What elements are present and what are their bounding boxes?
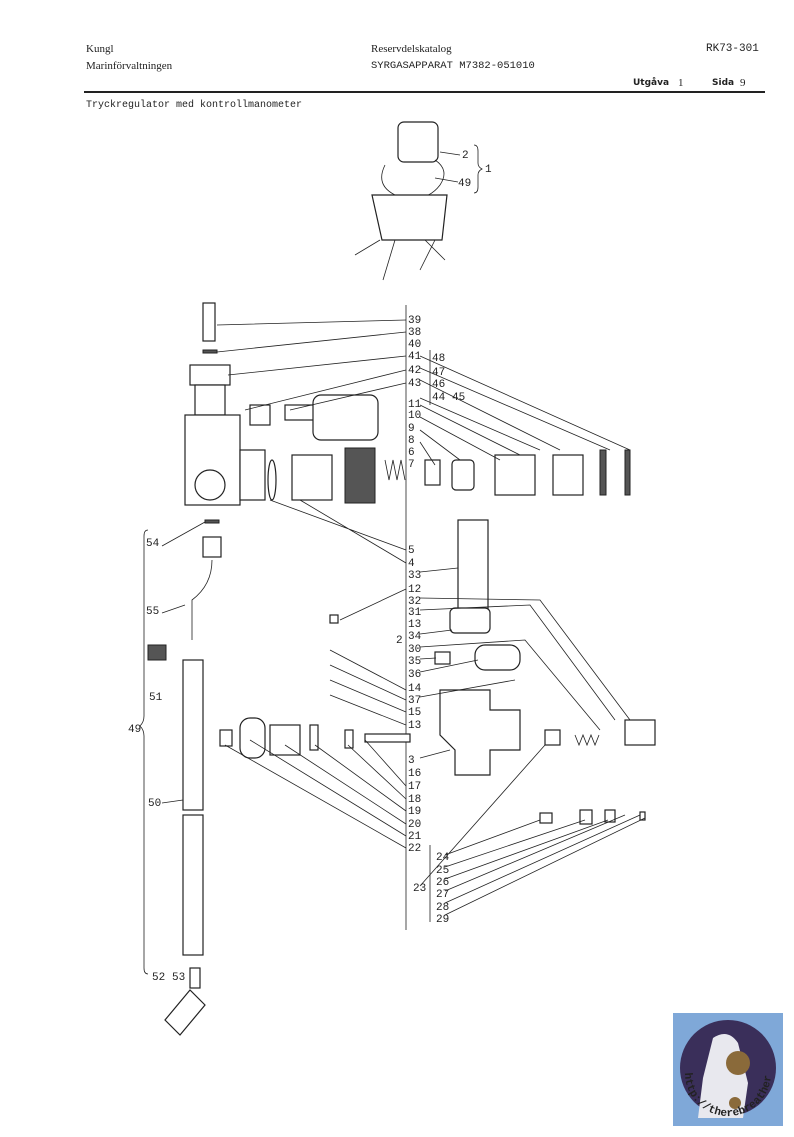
part-number-label: 17 [408,781,421,793]
part-number-label: 16 [408,768,421,780]
part-number-label: 55 [146,606,159,618]
part-number-label: 43 [408,378,421,390]
product-title: SYRGASAPPARAT M7382-051010 [371,60,535,72]
org-line1: Kungl [86,43,114,55]
regulator-parts-drawing [184,302,631,506]
edition-label: Utgåva [633,78,670,88]
part-number-label: 28 [436,902,449,914]
part-number-label: 52 [152,972,165,984]
therebreathersite-logo: http://therebreathersite.nl [673,1013,783,1126]
apparatus-overview-drawing [354,121,483,281]
part-number-label: 47 [432,367,445,379]
part-number-label: 45 [452,392,465,404]
part-number-label: 33 [408,570,421,582]
part-number-label: 26 [436,877,449,889]
part-number-label: 53 [172,972,185,984]
part-number-label: 30 [408,644,421,656]
part-number-label: 3 [408,755,415,767]
overview-label: 1 [485,164,492,176]
part-number-label: 24 [436,852,450,864]
part-number-label: 49 [128,724,141,736]
part-number-label: 31 [408,607,422,619]
hose-labels: 54 55 51 49 50 52 53 [128,538,185,984]
part-number-label: 25 [436,865,449,877]
org-line2: Marinförvaltningen [86,60,173,72]
part-number-label: 36 [408,669,421,681]
part-number-label: 29 [436,914,449,926]
page-value: 9 [740,77,746,89]
part-number-label: 15 [408,707,421,719]
section-title: Tryckregulator med kontrollmanometer [86,100,303,111]
part-number-label: 20 [408,819,421,831]
page-label: Sida [712,78,735,88]
hose-bracket [139,529,149,975]
part-number-label: 21 [408,831,422,843]
part-number-label: 5 [408,545,415,557]
part-number-label: 54 [146,538,160,550]
part-number-label: 32 [408,596,421,608]
center-label-column: 3938404142431110986754331232311334303536… [408,315,426,895]
part-number-label: 34 [408,631,422,643]
part-number-label: 46 [432,379,445,391]
part-number-label: 39 [408,315,421,327]
hose-drawing [147,519,222,1036]
edition-value: 1 [678,77,684,89]
part-number-label: 44 [432,392,446,404]
part-number-label: 9 [408,423,415,435]
part-number-label: 23 [413,883,426,895]
part-number-label: 13 [408,619,421,631]
part-number-label: 51 [149,692,163,704]
part-number-label: 11 [408,399,422,411]
part-number-label: 19 [408,806,421,818]
part-number-label: 27 [436,889,449,901]
group2-label: 2 [396,635,403,647]
part-number-label: 38 [408,327,421,339]
part-number-label: 40 [408,339,421,351]
part-number-label: 14 [408,683,422,695]
part-number-label: 4 [408,558,415,570]
part-number-label: 8 [408,435,415,447]
doc-number: RK73-301 [706,43,759,55]
catalog-title: Reservdelskatalog [371,43,452,55]
part-number-label: 7 [408,459,415,471]
part-number-label: 6 [408,447,415,459]
part-number-label: 35 [408,656,421,668]
overview-label: 2 [462,150,469,162]
part-number-label: 41 [408,351,422,363]
overview-label: 49 [458,178,471,190]
header-rule [84,91,765,93]
part-number-label: 13 [408,720,421,732]
part-number-label: 10 [408,410,421,422]
part-number-label: 42 [408,365,421,377]
part-number-label: 48 [432,353,445,365]
part-number-label: 50 [148,798,161,810]
part-number-label: 22 [408,843,421,855]
part-number-label: 18 [408,794,421,806]
gauge-parts-drawing [219,519,656,825]
part-number-label: 37 [408,695,421,707]
part-number-label: 12 [408,584,421,596]
